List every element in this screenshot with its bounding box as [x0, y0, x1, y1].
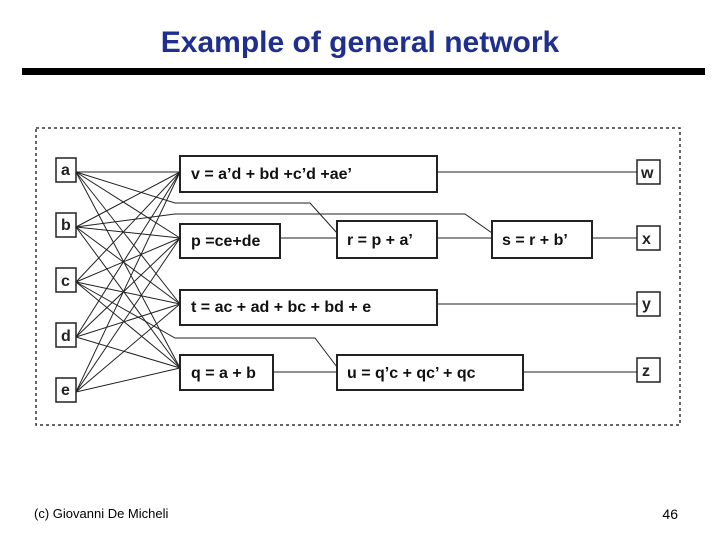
input-d-box [55, 322, 77, 348]
output-z-box [636, 357, 661, 383]
node-v-label: v = a’d + bd +c’d +ae’ [191, 166, 352, 183]
primary-outputs: w x y z [636, 159, 661, 383]
node-v-box [179, 155, 438, 193]
node-s-box [491, 220, 593, 259]
input-b-label: b [61, 217, 71, 234]
node-u-label: u = q’c + qc’ + qc [347, 365, 476, 382]
output-x-label: x [642, 231, 651, 248]
node-q-box [179, 354, 274, 391]
output-y-label: y [642, 296, 651, 313]
input-e-box [55, 377, 77, 403]
node-u-box [336, 354, 524, 391]
page-number: 46 [662, 506, 678, 522]
slide-title: Example of general network [160, 26, 560, 59]
wire-b-s [75, 213, 493, 234]
node-p-box [179, 223, 281, 259]
node-s-label: s = r + b’ [502, 232, 568, 249]
node-q-label: q = a + b [191, 365, 256, 382]
input-b-box [55, 212, 77, 238]
node-r-box [336, 220, 438, 259]
input-e-label: e [61, 382, 70, 399]
node-p-label: p =ce+de [191, 233, 260, 250]
input-c-box [55, 267, 77, 293]
input-fanout-wires [75, 171, 181, 393]
wire-c-u [75, 281, 338, 368]
internal-nodes: v = a’d + bd +c’d +ae’ p =ce+de r = p + … [179, 155, 593, 391]
output-w-label: w [640, 165, 654, 182]
input-c-label: c [61, 273, 70, 290]
node-t-label: t = ac + ad + bc + bd + e [191, 299, 371, 316]
input-d-label: d [61, 328, 71, 345]
node-t-box [179, 289, 438, 326]
network-boundary [35, 127, 681, 426]
output-z-label: z [642, 363, 650, 380]
output-y-box [636, 291, 661, 317]
output-w-box [636, 159, 661, 185]
input-a-box [55, 157, 77, 183]
primary-inputs: a b c d e [55, 157, 77, 403]
output-x-box [636, 225, 661, 251]
footer-credit: (c) Giovanni De Micheli [34, 506, 169, 521]
node-r-label: r = p + a’ [347, 232, 413, 249]
internal-wires [75, 171, 637, 373]
title-divider [22, 68, 705, 75]
wire-a-r [75, 171, 338, 234]
input-a-label: a [61, 162, 70, 179]
